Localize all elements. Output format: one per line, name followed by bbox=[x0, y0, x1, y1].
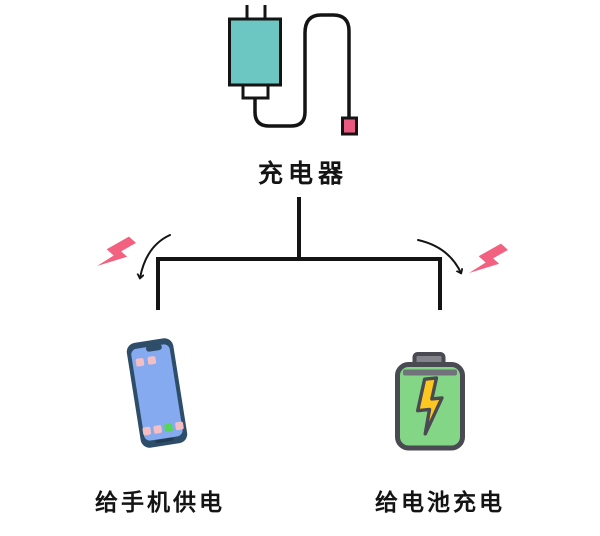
charger-label: 充电器 bbox=[257, 160, 349, 188]
phone-power-label: 给手机供电 bbox=[95, 489, 225, 515]
phone-dock-icon-green bbox=[164, 423, 173, 432]
curved-arrow-down-left-icon bbox=[140, 234, 171, 278]
usb-connector-icon bbox=[341, 116, 358, 136]
charger-adapter-body bbox=[228, 17, 282, 87]
charger-cable bbox=[253, 13, 351, 128]
phone-notch bbox=[145, 344, 162, 352]
left-lightning-icon bbox=[97, 236, 136, 266]
phone-dock-icon bbox=[153, 425, 162, 434]
phone-app-icon bbox=[135, 357, 145, 367]
battery-icon bbox=[395, 352, 465, 451]
charger-adapter-neck bbox=[241, 83, 270, 100]
branch-lines bbox=[156, 197, 442, 310]
curved-arrow-down-right-icon bbox=[417, 239, 461, 273]
charger-icon bbox=[228, 5, 358, 136]
battery-bolt-icon bbox=[415, 376, 444, 436]
phone-screen bbox=[131, 344, 183, 441]
phone-home-bar bbox=[155, 437, 174, 444]
battery-charge-label: 给电池充电 bbox=[375, 489, 505, 515]
phone-dock-icon bbox=[142, 426, 152, 436]
phone-icon bbox=[126, 338, 188, 448]
battery-top-strip bbox=[403, 369, 457, 376]
phone-dock-icon bbox=[175, 421, 184, 431]
phone-app-icon bbox=[147, 356, 157, 365]
right-lightning-icon bbox=[469, 243, 508, 273]
